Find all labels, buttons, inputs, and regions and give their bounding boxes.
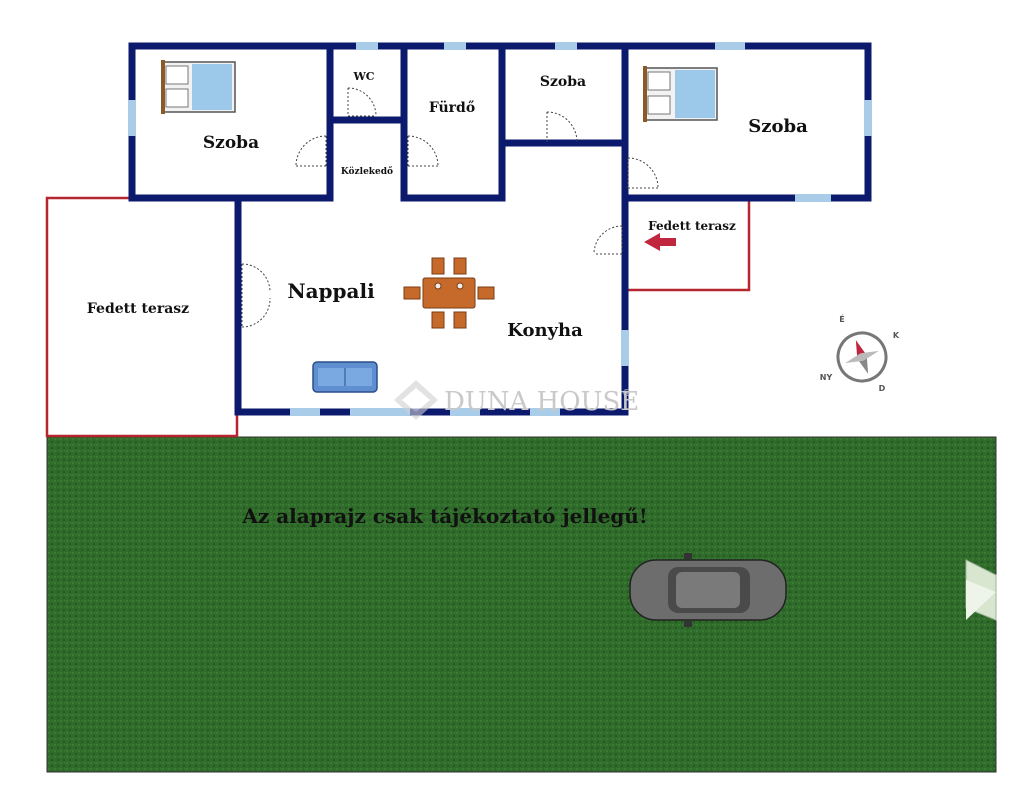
bed-icon [161, 60, 236, 114]
sofa-icon [312, 361, 378, 393]
windows [128, 42, 872, 416]
compass-north-label: É [839, 313, 844, 324]
room-label-szoba-right: Szoba [748, 116, 808, 137]
room-label-nappali: Nappali [287, 279, 375, 303]
compass-east-label: K [893, 331, 900, 340]
room-label-terasz-right: Fedett terasz [648, 219, 736, 233]
bed-icon [643, 66, 718, 122]
arrow-left-icon [644, 233, 676, 251]
compass-south-label: D [879, 384, 886, 393]
compass-west-label: NY [820, 373, 833, 382]
car-icon [629, 553, 787, 627]
watermark-logo-icon [394, 380, 438, 420]
room-label-szoba-mid: Szoba [540, 74, 586, 90]
room-label-furdo: Fürdő [429, 100, 475, 116]
watermark-text: DUNA HOUSE [444, 387, 639, 417]
watermark-registered-mark: ® [622, 389, 631, 399]
room-label-szoba-left: Szoba [203, 133, 259, 153]
disclaimer-notice: Az alaprajz csak tájékoztató jellegű! [241, 504, 647, 528]
door-swing-icon [241, 87, 659, 328]
dining-table-icon [403, 257, 495, 329]
garden-lawn [46, 436, 997, 773]
room-label-wc: WC [352, 70, 374, 83]
room-label-kozlekedo: Közlekedő [341, 166, 393, 177]
room-label-terasz-left: Fedett terasz [87, 301, 189, 317]
gate-icon [965, 559, 997, 621]
compass-icon [836, 331, 888, 383]
walls [128, 42, 872, 416]
terrace-right [627, 195, 751, 292]
terrace-left [45, 196, 239, 438]
room-label-konyha: Konyha [507, 320, 583, 341]
